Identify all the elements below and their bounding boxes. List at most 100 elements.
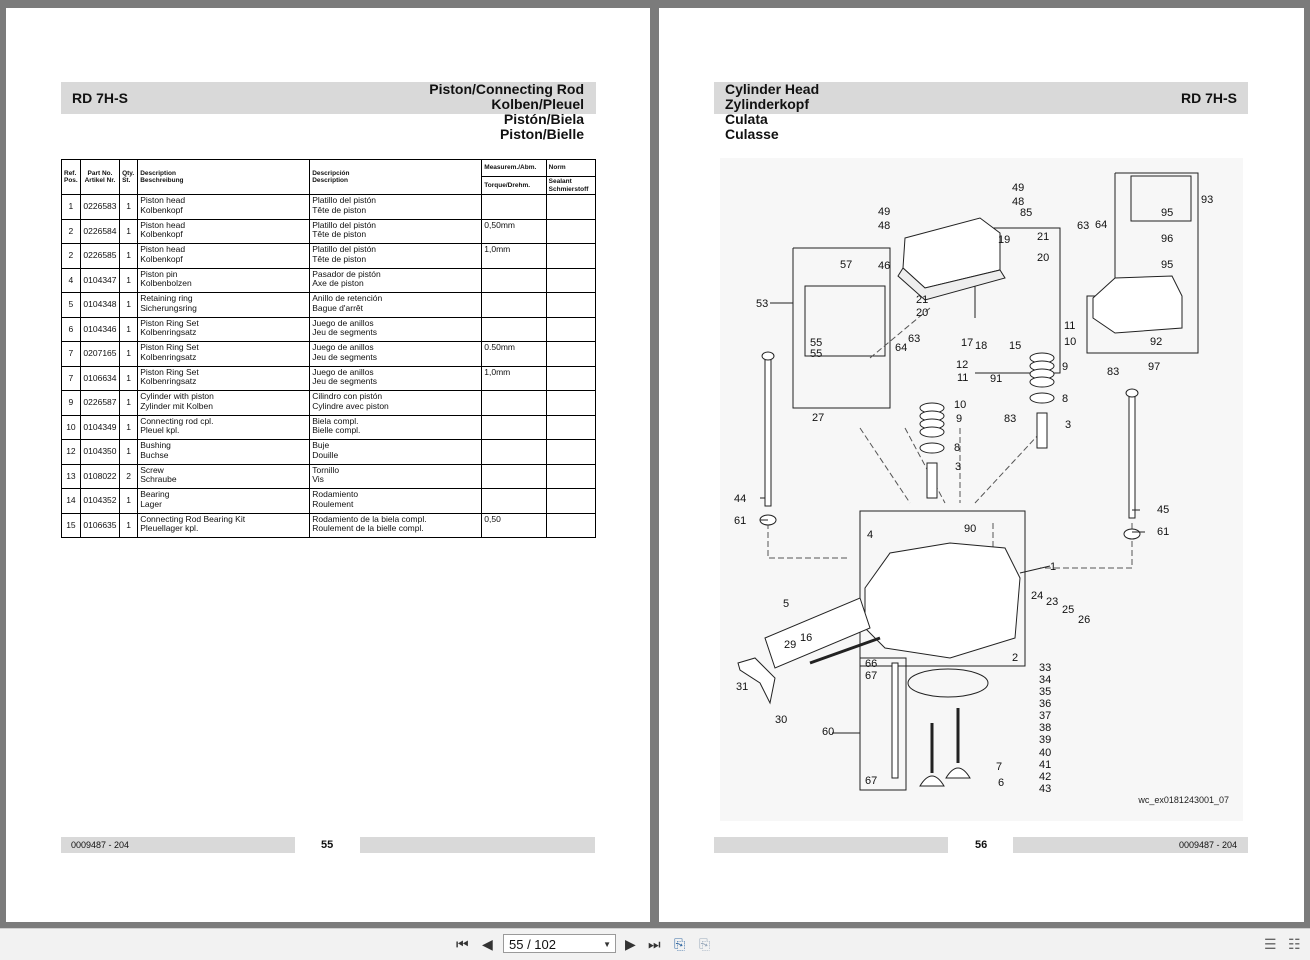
cell-qty: 1 — [119, 390, 139, 416]
callout: 16 — [800, 632, 812, 644]
single-page-view-icon[interactable]: ☰ — [1264, 936, 1277, 952]
col-header-measure: Measurem./Abm. — [481, 159, 547, 177]
cell-part-number: 0106634 — [79, 365, 121, 391]
callout: 63 — [908, 333, 920, 345]
callout: 2 — [1012, 652, 1018, 664]
callout: 36 — [1039, 698, 1051, 710]
two-page-view-icon[interactable]: ☷ — [1288, 936, 1301, 952]
last-page-icon[interactable]: ⏭ — [648, 936, 661, 952]
callout: 3 — [955, 461, 961, 473]
cell-norm — [545, 414, 597, 440]
cell-part-number: 0106635 — [79, 512, 121, 538]
cell-norm — [545, 267, 597, 293]
callout: 4 — [867, 529, 873, 541]
callout: 66 — [865, 658, 877, 670]
cell-measure — [481, 463, 547, 489]
cell-part-number: 0226585 — [79, 243, 121, 269]
callout: 53 — [756, 298, 768, 310]
cell-norm — [545, 365, 597, 391]
callout: 97 — [1148, 361, 1160, 373]
cell-norm — [545, 292, 597, 318]
first-page-icon[interactable]: ⏮ — [456, 936, 469, 952]
cell-measure — [481, 488, 547, 514]
cell-measure: 0,50mm — [481, 218, 547, 244]
col-header-torque: Torque/Drehm. — [481, 176, 547, 195]
callout: 1 — [1050, 561, 1056, 573]
callout: 67 — [865, 670, 877, 682]
previous-page-icon[interactable]: ◀ — [482, 936, 493, 952]
callout: 39 — [1039, 734, 1051, 746]
page-selector[interactable]: 55 / 102 ▼ — [503, 934, 616, 953]
cell-norm — [545, 316, 597, 342]
callout: 15 — [1009, 340, 1021, 352]
cell-ref: 5 — [61, 292, 81, 318]
cell-norm — [545, 512, 597, 538]
cylinder-head-drawing: 49 48 85 49 48 93 95 96 95 19 21 20 63 6… — [734, 172, 1213, 795]
right-page: Cylinder Head Zylinderkopf Culata Culass… — [659, 8, 1304, 922]
cell-ref: 4 — [61, 267, 81, 293]
callout: 11 — [1064, 320, 1075, 332]
callout: 17 — [961, 337, 973, 349]
footer-band — [714, 837, 948, 853]
group-box-57 — [804, 285, 886, 357]
callout: 24 — [1031, 590, 1043, 602]
cell-qty: 1 — [119, 341, 139, 367]
model-label: RD 7H-S — [72, 90, 129, 106]
callout: 30 — [775, 714, 787, 726]
cell-norm — [545, 463, 597, 489]
cell-measure — [481, 439, 547, 465]
col-header-norm: Norm — [545, 159, 597, 177]
next-page-icon[interactable]: ▶ — [625, 936, 636, 952]
cell-qty: 1 — [119, 194, 139, 220]
cell-ref: 7 — [61, 341, 81, 367]
callout: 60 — [822, 726, 834, 738]
cell-norm — [545, 390, 597, 416]
header-band — [714, 82, 1248, 114]
title-line: Piston/Bielle — [499, 126, 584, 142]
callout: 19 — [998, 234, 1010, 246]
cell-measure: 0,50 — [481, 512, 547, 538]
cell-description-es-fr: Biela compl.Bielle compl. — [309, 414, 483, 440]
cell-qty: 1 — [119, 292, 139, 318]
cell-norm — [545, 439, 597, 465]
page-number: 56 — [975, 839, 988, 851]
go-forward-view-icon[interactable]: ⎘ — [699, 936, 711, 952]
viewer-toolbar: ⏮ ◀ 55 / 102 ▼ ▶ ⏭ ⎘ ⎘ ☰ ☷ — [0, 928, 1310, 960]
cell-qty: 2 — [119, 463, 139, 489]
callout: 49 — [1012, 182, 1024, 194]
cell-ref: 7 — [61, 365, 81, 391]
callout: 31 — [736, 681, 748, 693]
callout: 41 — [1039, 759, 1051, 771]
col-header-part: Part No.Artikel Nr. — [79, 159, 121, 195]
cell-qty: 1 — [119, 218, 139, 244]
cell-part-number: 0226583 — [79, 194, 121, 220]
cell-part-number: 0207165 — [79, 341, 121, 367]
callout: 85 — [1020, 207, 1032, 219]
cell-measure — [481, 316, 547, 342]
title-line: Pistón/Biela — [503, 111, 584, 127]
callout: 37 — [1039, 710, 1051, 722]
cell-measure: 0.50mm — [481, 341, 547, 367]
go-back-view-icon[interactable]: ⎘ — [674, 936, 686, 952]
title-line: Cylinder Head — [725, 81, 820, 97]
callout: 38 — [1039, 722, 1051, 734]
callout: 23 — [1046, 596, 1058, 608]
cell-ref: 6 — [61, 316, 81, 342]
header-band — [61, 82, 596, 114]
doc-number: 0009487 - 204 — [1013, 837, 1248, 853]
